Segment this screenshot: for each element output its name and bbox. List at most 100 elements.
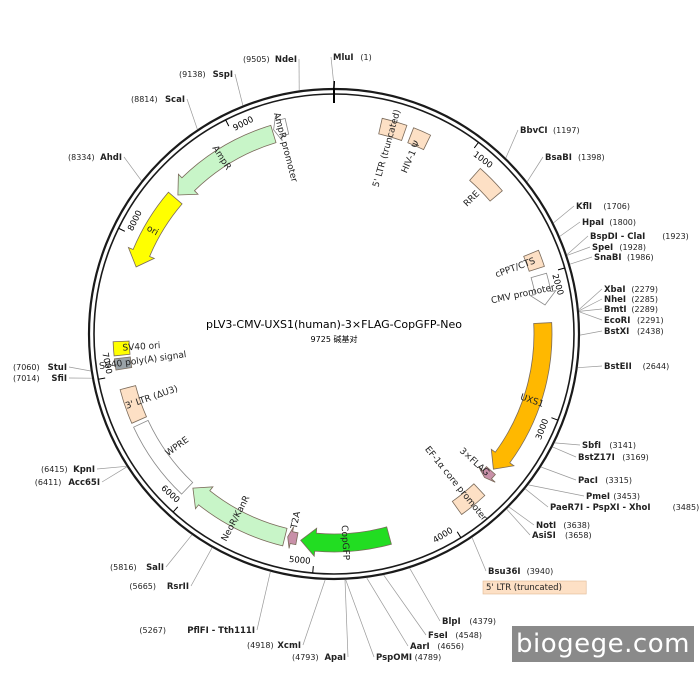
site-position: (2438) — [637, 327, 664, 336]
site-leader — [578, 298, 603, 312]
site-leader — [409, 567, 441, 622]
site-leader — [578, 308, 603, 312]
site-bsteii: BstEII(2644) — [577, 362, 669, 372]
site-position: (2289) — [631, 305, 658, 314]
site-position: (8814) — [131, 95, 158, 104]
site-position: (1928) — [619, 243, 646, 252]
site-name: BlpI — [442, 617, 461, 627]
site-blpi: BlpI(4379) — [409, 567, 496, 627]
backbone-inner — [93, 93, 575, 575]
site-position: (7060) — [13, 363, 40, 372]
feature-sv40-poly-a-signal: SV40 poly(A) signal — [99, 350, 187, 372]
feature-shape — [378, 117, 408, 142]
feature-label: SV40 ori — [122, 341, 160, 353]
site-position: (3141) — [609, 441, 636, 450]
scale-tick — [225, 119, 230, 127]
feature-shape — [469, 167, 503, 202]
site-xcmi: XcmI(4918) — [247, 579, 326, 651]
watermark: biogege.com — [512, 626, 694, 662]
site-name: NotI — [536, 521, 556, 531]
site-leader — [256, 571, 271, 631]
site-leader — [559, 221, 581, 237]
site-position: (5267) — [139, 626, 166, 635]
scale-tick — [551, 417, 559, 421]
site-bsabi: BsaBI(1398) — [526, 153, 605, 182]
site-paer7i-pspxi-xhoi: PaeR7I - PspXI - XhoI(3485) — [524, 488, 699, 513]
site-name: SalI — [146, 563, 164, 573]
site-name: FseI — [428, 631, 448, 641]
site-paci: PacI(3315) — [540, 466, 632, 486]
site-leader — [569, 256, 593, 265]
feature-label: SV40 poly(A) signal — [99, 350, 187, 372]
feature-shape — [529, 272, 557, 306]
site-stui: StuI(7060) — [13, 363, 91, 373]
feature-label: HIV-1 Ψ — [400, 140, 423, 175]
site-position: (4793) — [292, 653, 319, 662]
site-sali: SalI(5816) — [110, 534, 193, 573]
site-bbvci: BbvCI(1197) — [505, 126, 580, 159]
site-name: AsiSI — [532, 531, 556, 541]
feature-shape — [127, 191, 183, 268]
site-bspdi-clai: BspDI - ClaI(1923) — [566, 232, 689, 255]
site-leader — [506, 508, 531, 536]
site-kfli: KflI(1706) — [553, 202, 630, 224]
site-name: SpeI — [592, 243, 613, 253]
site-apai: ApaI(4793) — [292, 579, 349, 663]
site-leader — [302, 579, 326, 646]
site-name: AarI — [410, 642, 430, 652]
backbone-outer — [87, 87, 581, 581]
feature-ori: ori — [127, 191, 183, 268]
site-position: (6411) — [35, 478, 62, 487]
feature-uxs1: UXS1 — [490, 322, 553, 470]
feature-ef-1-core-promoter: EF-1α core promoter — [422, 445, 488, 524]
feature-label: WPRE — [164, 435, 191, 459]
site-name: BstXI — [604, 327, 629, 337]
site-name: BmtI — [604, 305, 627, 315]
scale-tick-label: 5000 — [288, 555, 310, 567]
site-name: EcoRI — [604, 316, 630, 326]
feature-label: CopGFP — [339, 525, 351, 561]
site-name: NdeI — [275, 55, 297, 65]
site-bstz17i: BstZ17I(3169) — [552, 446, 649, 463]
scale-tick — [473, 142, 479, 149]
site-name: AhdI — [100, 153, 122, 163]
site-rsrii: RsrII(5665) — [129, 547, 213, 592]
site-leader — [68, 366, 91, 372]
site-position: (1706) — [603, 202, 630, 211]
site-name: 5' LTR (truncated) — [486, 583, 562, 593]
site-name: PflFI - Tth111I — [187, 626, 255, 636]
site-position: (1398) — [578, 153, 605, 162]
site-sspi: SspI(9138) — [179, 70, 244, 106]
site-hpai: HpaI(1800) — [559, 218, 636, 237]
site-pspomi: PspOMI(4789) — [345, 579, 441, 663]
site-name: BstEII — [604, 362, 632, 372]
site-leader — [552, 446, 577, 458]
site-position: (3658) — [565, 531, 592, 540]
site-leader — [528, 484, 585, 497]
feature-3-ltr-u3-: 3' LTR (ΔU3) — [119, 384, 179, 424]
site-leader — [123, 156, 142, 182]
site-ahdi: AhdI (8334) — [68, 153, 142, 182]
feature-shape — [177, 124, 277, 196]
site-leader — [165, 534, 193, 568]
site-pflfi-tth111i: PflFI - Tth111I (5267) — [139, 571, 271, 636]
site-name: SspI — [213, 70, 233, 80]
site-position: (7014) — [13, 374, 40, 383]
site-leader — [566, 235, 589, 255]
site-leader — [508, 506, 535, 526]
site-name: BbvCI — [520, 126, 548, 136]
feature-label: T2A — [290, 510, 304, 531]
site-leader — [101, 466, 128, 483]
site-name: PacI — [578, 476, 598, 486]
site-sbfi: SbfI(3141) — [554, 441, 636, 451]
feature-shape — [133, 419, 194, 495]
site-highlight-box — [482, 580, 587, 595]
site-bstxi: BstXI (2438) — [579, 327, 664, 337]
site-position: (1986) — [627, 253, 654, 262]
feature-shape — [300, 526, 392, 558]
site-position: (8334) — [68, 153, 95, 162]
feature-shape — [451, 483, 486, 516]
feature-copgfp: CopGFP — [300, 525, 392, 561]
scale-tick — [98, 377, 106, 380]
scale-tick — [456, 531, 462, 538]
